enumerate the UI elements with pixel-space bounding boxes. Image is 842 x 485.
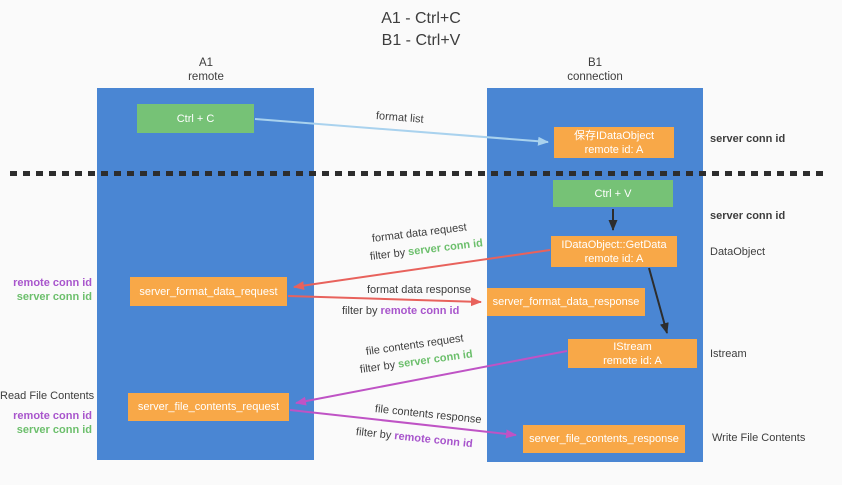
istream-line2: remote id: A: [603, 354, 662, 367]
server-format-data-request-label: server_format_data_request: [139, 285, 278, 298]
filter-by-text: filter by: [369, 246, 406, 263]
server-file-contents-request-node: server_file_contents_request: [128, 393, 289, 421]
filter-by-text: filter by: [342, 305, 378, 317]
title-line-2: B1 - Ctrl+V: [381, 32, 461, 49]
right-server-conn-id-top: server conn id: [710, 133, 786, 145]
istream-node: IStream remote id: A: [568, 339, 697, 368]
lane-b1-role: connection: [567, 71, 623, 83]
lane-b1-name: B1: [587, 57, 603, 69]
ctrl-c-node: Ctrl + C: [137, 104, 254, 133]
lane-header-b1: B1 connection: [487, 56, 703, 84]
lane-header-a1: A1 remote: [97, 56, 315, 84]
read-file-contents-label: Read File Contents: [0, 390, 95, 402]
istream-line1: IStream: [613, 340, 652, 353]
server-format-data-response-node: server_format_data_response: [487, 288, 645, 316]
save-idataobject-node: 保存IDataObject remote id: A: [554, 127, 674, 158]
server-format-data-response-label: server_format_data_response: [492, 296, 640, 308]
dataobject-label: DataObject: [710, 246, 766, 258]
dotted-separator-line: [10, 171, 825, 176]
right-server-conn-id-mid: server conn id: [710, 210, 786, 222]
server-conn-id-text: server conn id: [407, 237, 484, 259]
lane-a1-role: remote: [188, 71, 224, 83]
remote-conn-id-text: remote conn id: [380, 305, 460, 317]
istream-side-label: Istream: [710, 348, 747, 360]
remote-conn-id-text: remote conn id: [393, 430, 474, 451]
title-line-1: A1 - Ctrl+C: [381, 10, 461, 27]
save-idataobject-line2: remote id: A: [584, 143, 644, 156]
ctrl-c-label: Ctrl + C: [176, 112, 215, 125]
save-idataobject-line1: 保存IDataObject: [573, 129, 655, 142]
left-remote-conn-id-file: remote conn id: [13, 410, 92, 422]
server-file-contents-response-label: server_file_contents_response: [529, 433, 679, 445]
left-server-conn-id-file: server conn id: [16, 424, 92, 436]
format-data-response-label: format data response: [367, 284, 471, 296]
getdata-line1: IDataObject::GetData: [561, 238, 667, 251]
ctrl-v-label: Ctrl + V: [594, 187, 632, 200]
write-file-contents-label: Write File Contents: [712, 432, 806, 444]
server-file-contents-request-label: server_file_contents_request: [137, 401, 280, 413]
left-remote-conn-id-format: remote conn id: [13, 277, 92, 289]
filter-by-text: filter by: [359, 359, 396, 376]
getdata-line2: remote id: A: [584, 252, 644, 265]
diagram-title: A1 - Ctrl+C B1 - Ctrl+V: [0, 8, 842, 52]
server-file-contents-response-node: server_file_contents_response: [523, 425, 685, 453]
format-data-response-arrow: [287, 295, 482, 307]
getdata-node: IDataObject::GetData remote id: A: [551, 236, 677, 267]
filter-by-text: filter by: [355, 426, 392, 442]
left-server-conn-id-format: server conn id: [16, 291, 92, 303]
server-format-data-request-node: server_format_data_request: [130, 277, 287, 306]
file-contents-response-label: file contents response: [374, 403, 483, 427]
lane-a1-name: A1: [198, 57, 214, 69]
ctrl-v-node: Ctrl + V: [553, 180, 673, 207]
format-list-label: format list: [375, 110, 425, 126]
